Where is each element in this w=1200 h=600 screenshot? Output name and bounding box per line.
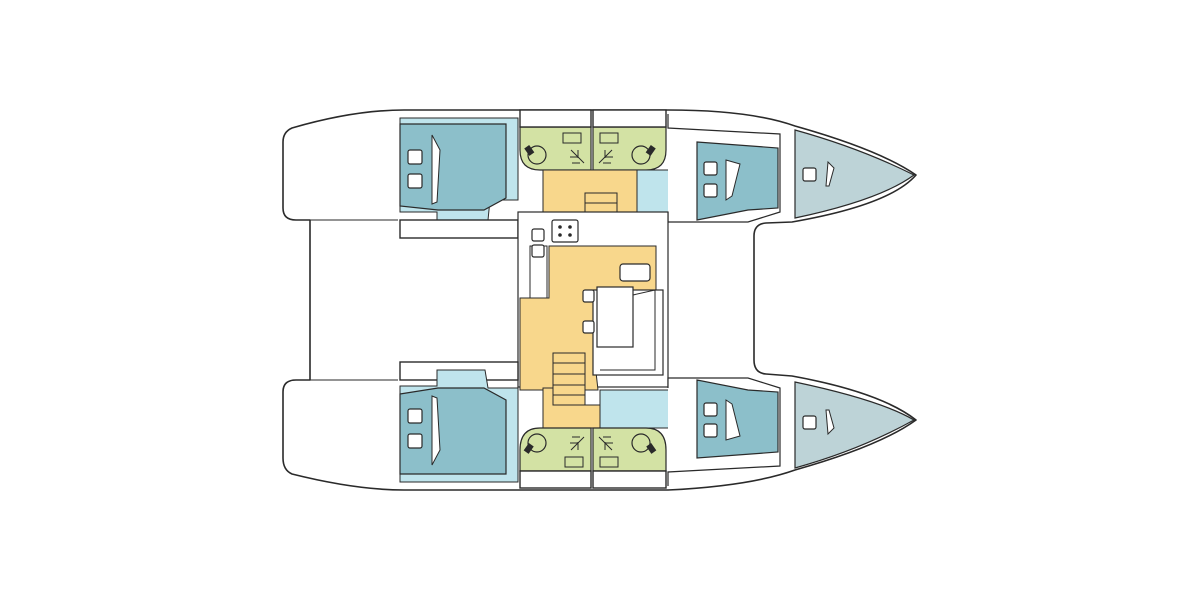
aft-cabin-top-wall <box>399 219 519 239</box>
sink-icon <box>564 456 584 468</box>
hatch-icon <box>802 415 817 430</box>
bottom-hull <box>399 361 916 489</box>
sheet-fold-icon <box>825 409 835 436</box>
sink-icon <box>599 132 619 144</box>
bow-compartment-top <box>794 129 916 219</box>
stairs-bottom <box>552 352 586 406</box>
stool-icon <box>582 320 595 334</box>
hatch-icon <box>802 167 817 182</box>
aft-cabin-bottom-bed <box>399 387 507 475</box>
dinette-bench <box>600 289 656 371</box>
sheet-fold-icon <box>431 395 441 466</box>
sheet-fold-icon <box>725 399 741 441</box>
pillow-icon <box>407 433 423 449</box>
fridge-icon <box>619 263 651 282</box>
dinette-seat <box>596 286 634 348</box>
head-bottom-left <box>519 427 592 472</box>
pillow-icon <box>703 402 718 417</box>
toilet-tank-icon <box>524 145 535 156</box>
toilet-icon <box>527 145 547 165</box>
saloon <box>517 211 669 406</box>
stove-icon <box>551 219 579 243</box>
toilet-icon <box>631 433 651 453</box>
head-wall <box>592 109 667 128</box>
aft-cabin-top-bed <box>399 123 507 211</box>
pillow-icon <box>703 423 718 438</box>
head-wall <box>519 470 592 489</box>
head-bottom-right <box>592 427 667 472</box>
fwd-cabin-top-bed <box>696 141 779 221</box>
cabinet-icon <box>531 228 545 242</box>
toilet-icon <box>527 433 547 453</box>
pillow-icon <box>407 408 423 424</box>
head-wall <box>519 109 592 128</box>
head-wall <box>592 470 667 489</box>
pillow-icon <box>407 173 423 189</box>
fwd-cabin-bottom-bed <box>696 379 779 459</box>
bow-compartment-bottom <box>794 381 916 469</box>
sheet-fold-icon <box>725 159 741 201</box>
toilet-tank-icon <box>646 443 657 454</box>
sheet-fold-icon <box>825 160 835 187</box>
pillow-icon <box>703 161 718 176</box>
pillow-icon <box>407 149 423 165</box>
shower-drain-icon <box>570 149 613 164</box>
sink-icon <box>562 132 582 144</box>
sink-icon <box>599 456 619 468</box>
pillow-icon <box>703 183 718 198</box>
stool-icon <box>582 289 595 303</box>
top-hull <box>399 109 916 246</box>
cabinet-icon <box>531 244 545 258</box>
toilet-tank-icon <box>523 443 534 454</box>
sheet-fold-icon <box>431 134 441 205</box>
shower-drain-icon <box>570 436 613 451</box>
toilet-tank-icon <box>645 145 656 156</box>
hull-outline <box>282 109 917 491</box>
